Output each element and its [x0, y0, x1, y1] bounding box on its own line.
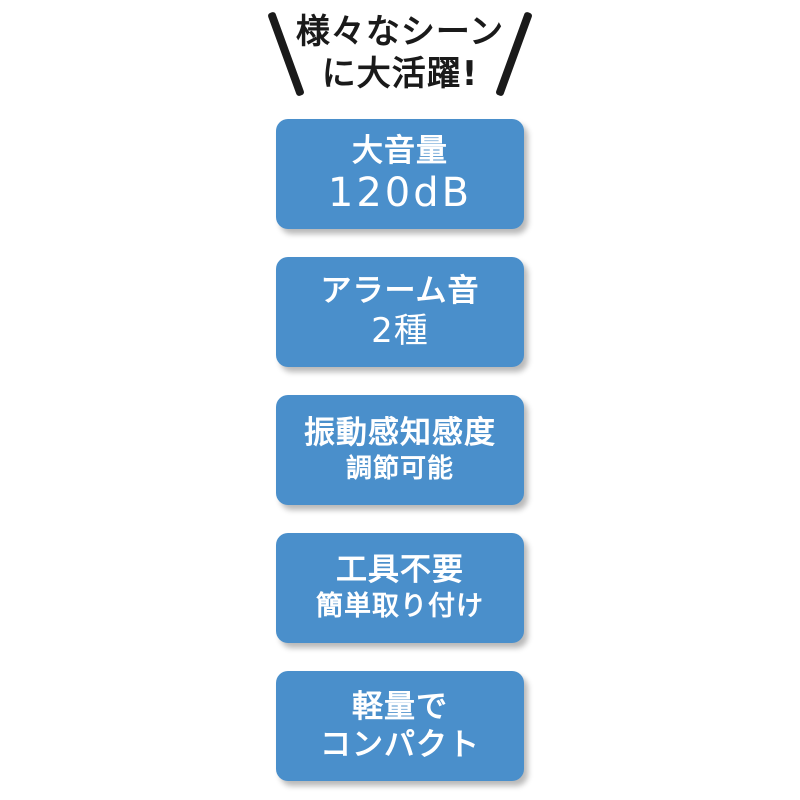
- header-title-line-1: 様々なシーン: [295, 12, 505, 52]
- header-title-line-2: に大活躍!: [321, 54, 479, 94]
- feature-card-subtitle: コンパクト: [320, 727, 480, 763]
- feature-card-volume: 大音量 120dB: [276, 119, 524, 229]
- feature-card-title: 振動感知感度: [304, 415, 496, 451]
- feature-card-title: アラーム音: [320, 273, 480, 309]
- feature-card-subtitle: 120dB: [327, 170, 473, 216]
- feature-card-title: 大音量: [352, 133, 448, 169]
- feature-card-title: 工具不要: [336, 552, 464, 588]
- feature-card-subtitle: 簡単取り付け: [316, 591, 484, 622]
- feature-card-title: 軽量で: [352, 689, 448, 725]
- feature-card-compact: 軽量で コンパクト: [276, 671, 524, 781]
- feature-card-tool-free: 工具不要 簡単取り付け: [276, 533, 524, 643]
- header: 様々なシーン に大活躍!: [0, 0, 800, 110]
- feature-card-alarm-sound: アラーム音 2種: [276, 257, 524, 367]
- feature-card-vibration-sensitivity: 振動感知感度 調節可能: [276, 395, 524, 505]
- feature-card-subtitle: 調節可能: [345, 454, 454, 484]
- feature-card-subtitle: 2種: [371, 311, 429, 351]
